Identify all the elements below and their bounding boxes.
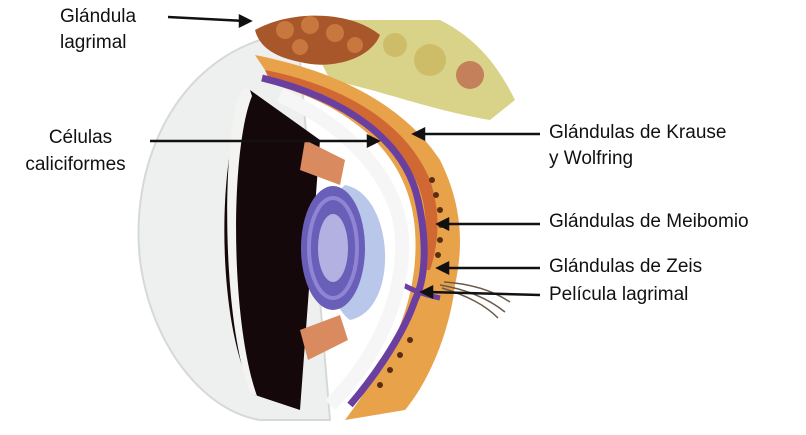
label-celulas-2: caliciformes (8, 153, 143, 177)
label-glandula-lagrimal-2: lagrimal (60, 31, 127, 55)
gland-lobule (276, 21, 294, 39)
label-krause-2: y Wolfring (549, 147, 633, 171)
gland-lobule (326, 24, 344, 42)
label-glandula-lagrimal-1: Glándula (60, 5, 136, 29)
label-celulas-1: Células (18, 126, 143, 150)
label-pelicula: Película lagrimal (549, 283, 688, 307)
gland-lobule (347, 37, 363, 53)
label-krause-1: Glándulas de Krause (549, 121, 726, 145)
label-meibomio: Glándulas de Meibomio (549, 210, 749, 234)
fat-lobule (456, 61, 484, 89)
fat-lobule (383, 33, 407, 57)
gland-lobule (301, 16, 319, 34)
gland-lobule (292, 39, 308, 55)
pupil-lens (318, 214, 348, 282)
label-zeis: Glándulas de Zeis (549, 255, 702, 279)
fat-lobule (414, 44, 446, 76)
